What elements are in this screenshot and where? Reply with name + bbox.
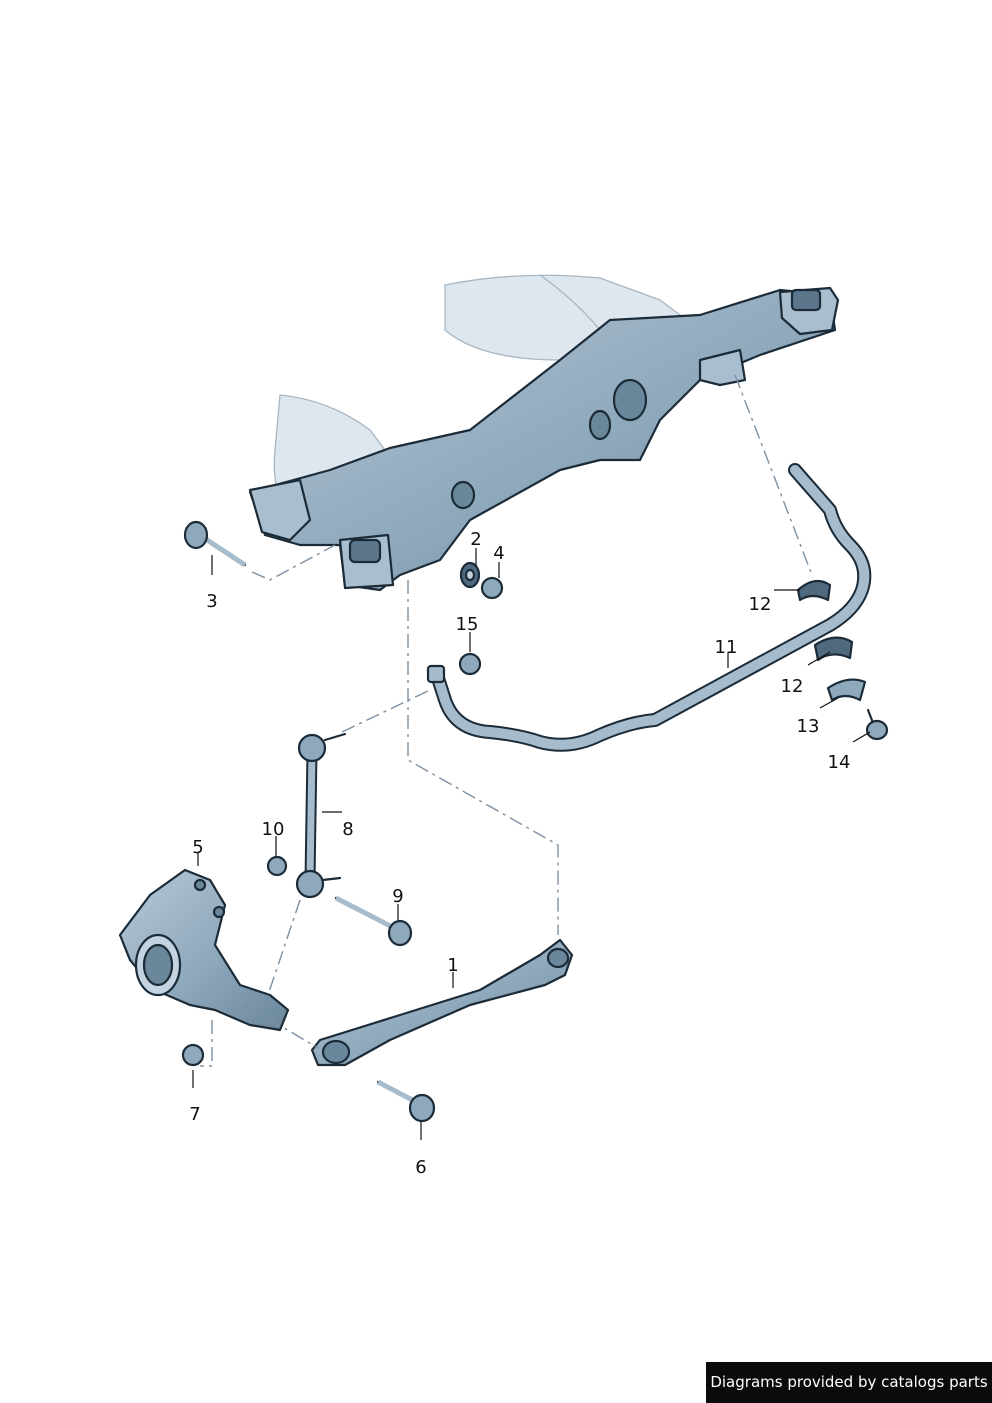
coupling-rod <box>295 732 347 899</box>
callout-9: 9 <box>392 886 403 907</box>
callout-10: 10 <box>262 819 285 840</box>
callout-4: 4 <box>493 543 504 564</box>
callout-15: 15 <box>456 614 479 635</box>
leader-lines <box>192 548 871 1140</box>
fasteners <box>181 520 889 1123</box>
footer-credit-text: Diagrams provided by catalogs parts <box>710 1373 988 1391</box>
callout-3: 3 <box>206 591 217 612</box>
callout-2: 2 <box>470 529 481 550</box>
footer-credit-banner: Diagrams provided by catalogs parts <box>706 1362 992 1403</box>
callout-1: 1 <box>447 955 458 976</box>
callout-11: 11 <box>715 637 738 658</box>
callout-12-lower: 12 <box>781 676 804 697</box>
callout-5: 5 <box>192 837 203 858</box>
stabilizer-bar <box>426 463 872 752</box>
assembly-lines <box>200 374 813 1067</box>
control-arm <box>310 938 574 1067</box>
rear-subframe <box>248 286 840 592</box>
callout-7: 7 <box>189 1104 200 1125</box>
callout-8: 8 <box>342 819 353 840</box>
callout-13: 13 <box>797 716 820 737</box>
callout-12-upper: 12 <box>749 594 772 615</box>
callout-14: 14 <box>828 752 851 773</box>
wheel-bearing-housing <box>118 868 290 1032</box>
callout-numbers: 1 2 3 4 5 6 7 8 9 10 11 12 12 13 14 15 <box>189 529 850 1178</box>
callout-6: 6 <box>415 1157 426 1178</box>
